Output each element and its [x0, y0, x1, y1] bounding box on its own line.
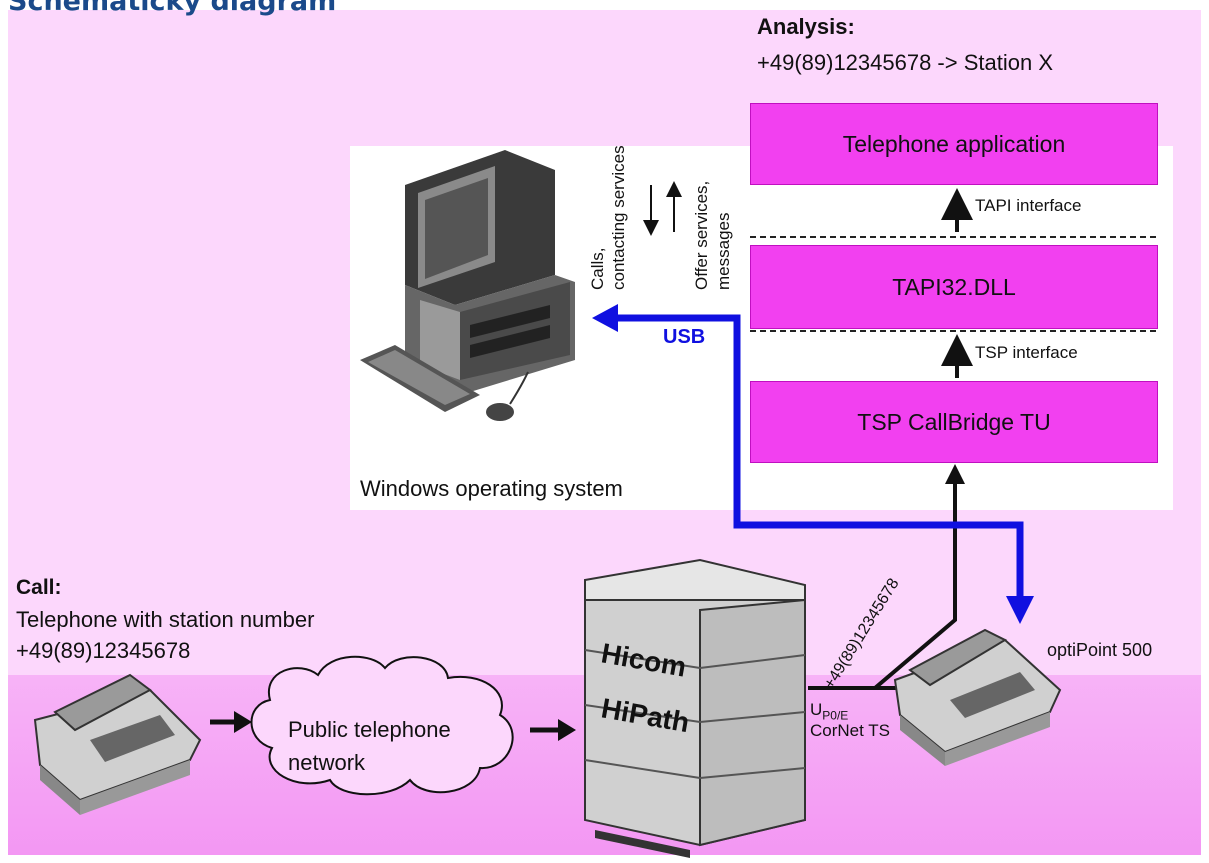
tapi32-dll-box: TAPI32.DLL: [750, 245, 1158, 329]
optipoint-telephone-icon: [893, 628, 1062, 766]
telephone-application-box: Telephone application: [750, 103, 1158, 185]
call-heading: Call:: [16, 576, 62, 599]
network-label-line2: network: [288, 750, 366, 775]
tapi32-dll-label: TAPI32.DLL: [892, 273, 1016, 300]
usb-label: USB: [663, 326, 706, 348]
analysis-heading: Analysis:: [757, 14, 855, 39]
telephone-application-label: Telephone application: [842, 130, 1066, 157]
tsp-interface-divider: [750, 330, 1156, 332]
calls-label-line1: Calls,: [588, 247, 607, 290]
offer-label-line2: messages: [714, 213, 733, 290]
phone-to-network-arrowhead: [234, 711, 252, 733]
hipath-pbx-icon: [584, 558, 806, 858]
offer-label-line1: Offer services,: [692, 181, 711, 290]
tapi-interface-divider: [750, 236, 1156, 238]
upoe-subscript: P0/E: [822, 708, 849, 723]
call-line1: Telephone with station number: [16, 607, 315, 632]
usb-line: [615, 314, 1024, 600]
tsp-callbridge-box: TSP CallBridge TU: [750, 381, 1158, 463]
windows-os-label: Windows operating system: [360, 476, 623, 501]
call-line2: +49(89)12345678: [16, 638, 191, 663]
analysis-text: +49(89)12345678 -> Station X: [757, 50, 1054, 75]
optipoint-label: optiPoint 500: [1047, 640, 1153, 660]
network-label-line1: Public telephone: [288, 717, 451, 742]
upoe-label: UP0/E: [810, 700, 848, 722]
pbx-to-tsp-arrowhead: [945, 464, 965, 484]
cornet-label: CorNet TS: [810, 721, 890, 740]
calls-label-line2: contacting services: [609, 145, 628, 290]
tsp-callbridge-label: TSP CallBridge TU: [857, 408, 1051, 435]
computer-icon: [360, 150, 575, 421]
upoe-main: U: [810, 700, 823, 719]
network-to-pbx-arrowhead: [558, 719, 576, 741]
usb-arrow-pc: [592, 304, 618, 332]
public-network-cloud: [250, 655, 514, 796]
usb-arrow-phone: [1006, 596, 1034, 624]
tsp-interface-label: TSP interface: [975, 343, 1078, 362]
diagram-title: Schematický diagram: [8, 0, 337, 17]
pbx-to-tsp-line: [808, 472, 957, 690]
tapi-interface-label: TAPI interface: [975, 196, 1082, 215]
caller-telephone-icon: [33, 673, 202, 815]
